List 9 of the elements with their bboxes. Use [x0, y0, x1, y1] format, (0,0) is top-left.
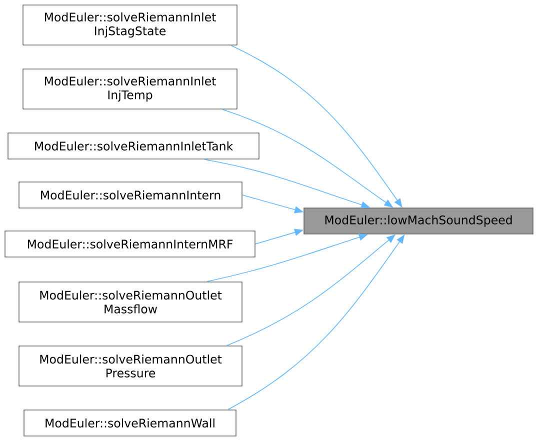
- function-box: ModEuler::solveRiemannInlet InjTemp: [22, 68, 238, 110]
- function-box: ModEuler::solveRiemannIntern: [18, 182, 242, 208]
- function-box: ModEuler::solveRiemannOutlet Pressure: [18, 346, 242, 386]
- function-box: ModEuler::solveRiemannOutlet Massflow: [18, 282, 242, 322]
- function-box: ModEuler::solveRiemannWall: [24, 410, 236, 436]
- function-box: ModEuler::solveRiemannInletTank: [8, 132, 260, 160]
- function-box: ModEuler::solveRiemannInternMRF: [4, 230, 256, 258]
- highlighted-function-box: ModEuler::lowMachSoundSpeed: [304, 208, 534, 234]
- function-box: ModEuler::solveRiemannInlet InjStagState: [22, 4, 238, 46]
